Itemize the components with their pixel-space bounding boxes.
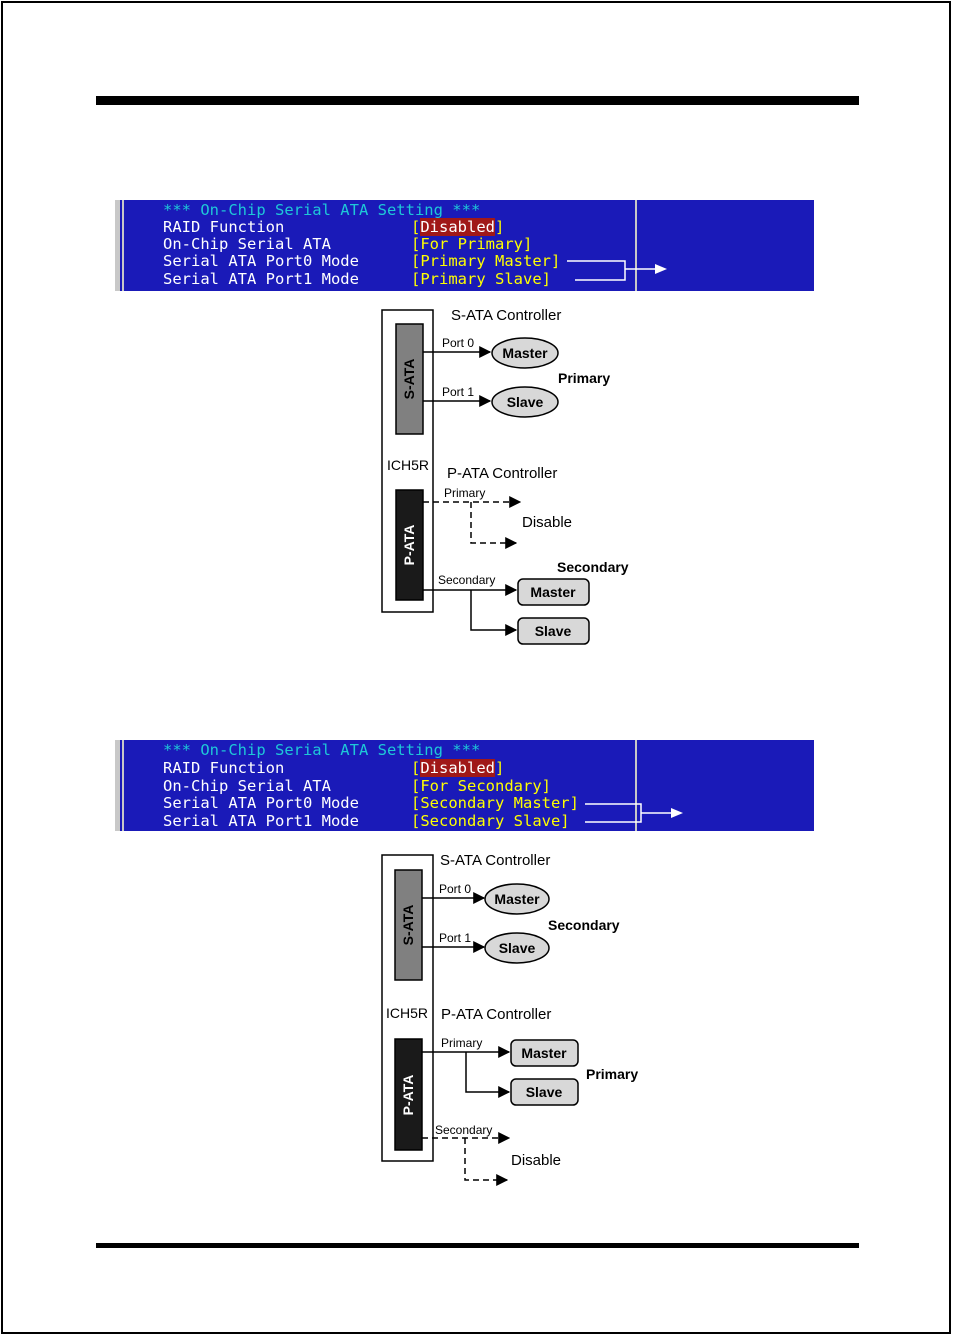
pata-group-label: Primary bbox=[586, 1066, 638, 1082]
diagram-secondary-mode: S-ATA P-ATA ICH5R S-ATA Controller P-ATA… bbox=[381, 852, 638, 1186]
bios-label-port1-mode: Serial ATA Port1 Mode bbox=[163, 812, 359, 830]
pata-group-label: Secondary bbox=[557, 559, 629, 575]
bios-section-header: *** On-Chip Serial ATA Setting *** bbox=[163, 201, 481, 219]
sata-slave-label: Slave bbox=[507, 394, 544, 410]
sata-group-label: Secondary bbox=[548, 917, 620, 933]
pata-master-disk bbox=[517, 578, 590, 606]
pata-channel-a-label: Primary bbox=[444, 486, 485, 500]
sata-block bbox=[394, 869, 423, 981]
chip-label: ICH5R bbox=[387, 457, 429, 473]
pata-block-label: P-ATA bbox=[400, 1075, 416, 1116]
bios-value-onchip-sata[interactable]: [For Primary] bbox=[411, 235, 533, 253]
bios-help-divider bbox=[635, 200, 637, 291]
chip-label: ICH5R bbox=[386, 1005, 428, 1021]
pata-slave-disk bbox=[510, 1078, 579, 1106]
bios-frame-left-inner bbox=[122, 740, 124, 831]
pata-secondary-branch bbox=[470, 590, 518, 636]
sata-master-disk bbox=[484, 883, 550, 915]
bios-panel-secondary: *** On-Chip Serial ATA Setting *** RAID … bbox=[115, 740, 814, 831]
bios-panel-primary: *** On-Chip Serial ATA Setting *** RAID … bbox=[115, 200, 814, 291]
bios-value-port0-mode[interactable]: [Secondary Master] bbox=[411, 794, 579, 812]
pata-primary-branch bbox=[470, 502, 518, 549]
port0-label: Port 0 bbox=[442, 336, 474, 350]
pata-slave-label: Slave bbox=[535, 623, 572, 639]
pata-slave-disk bbox=[517, 617, 590, 645]
bios-help-divider bbox=[635, 740, 637, 831]
bios-value-port1-mode[interactable]: [Secondary Slave] bbox=[411, 812, 570, 830]
footer-rule bbox=[96, 1243, 859, 1248]
pata-block-label: P-ATA bbox=[401, 525, 417, 566]
pata-master-disk bbox=[510, 1039, 579, 1067]
sata-controller-label: S-ATA Controller bbox=[451, 307, 561, 324]
bios-value-port1-mode[interactable]: [Primary Slave] bbox=[411, 270, 551, 288]
bios-label-port1-mode: Serial ATA Port1 Mode bbox=[163, 270, 359, 288]
pata-channel-b-label: Secondary bbox=[435, 1123, 492, 1137]
bios-label-onchip-sata: On-Chip Serial ATA bbox=[163, 777, 331, 795]
sata-master-disk bbox=[491, 337, 559, 369]
bios-value-port0-mode[interactable]: [Primary Master] bbox=[411, 252, 561, 270]
sata-master-label: Master bbox=[502, 345, 548, 361]
bios-frame-left bbox=[115, 740, 120, 831]
disable-label: Disable bbox=[511, 1152, 561, 1169]
port1-label: Port 1 bbox=[439, 931, 471, 945]
pata-controller-label: P-ATA Controller bbox=[441, 1006, 551, 1023]
pata-secondary-branch bbox=[464, 1138, 509, 1186]
sata-slave-disk bbox=[491, 386, 559, 418]
bios-bracket-close: ] bbox=[495, 759, 505, 777]
pata-block bbox=[394, 1038, 423, 1151]
pata-channel-a-label: Primary bbox=[441, 1036, 482, 1050]
bios-label-raid-function: RAID Function bbox=[163, 218, 285, 236]
bios-label-port0-mode: Serial ATA Port0 Mode bbox=[163, 252, 359, 270]
bios-value-onchip-sata[interactable]: [For Secondary] bbox=[411, 777, 551, 795]
bios-bracket-open: [ bbox=[411, 218, 421, 236]
bios-value-raid-function[interactable]: [Disabled] bbox=[411, 218, 505, 237]
bios-section-header: *** On-Chip Serial ATA Setting *** bbox=[163, 741, 481, 759]
bios-selected-value: Disabled bbox=[420, 218, 495, 236]
disable-label: Disable bbox=[522, 514, 572, 531]
sata-block-label: S-ATA bbox=[400, 905, 416, 946]
pata-slave-label: Slave bbox=[526, 1084, 563, 1100]
pata-primary-branch bbox=[465, 1052, 511, 1098]
bios-selected-value: Disabled bbox=[420, 759, 495, 777]
bios-bracket-close: ] bbox=[495, 218, 505, 236]
bios-frame-left bbox=[115, 200, 120, 291]
sata-block-label: S-ATA bbox=[401, 359, 417, 400]
bios-label-raid-function: RAID Function bbox=[163, 759, 285, 777]
pata-master-label: Master bbox=[530, 584, 576, 600]
bios-label-onchip-sata: On-Chip Serial ATA bbox=[163, 235, 331, 253]
pata-channel-b-label: Secondary bbox=[438, 573, 495, 587]
header-rule bbox=[96, 96, 859, 105]
bios-bracket-arrow bbox=[567, 260, 667, 281]
sata-master-label: Master bbox=[494, 891, 540, 907]
sata-group-label: Primary bbox=[558, 370, 610, 386]
sata-slave-label: Slave bbox=[499, 940, 536, 956]
sata-block bbox=[395, 323, 424, 435]
bios-bracket-open: [ bbox=[411, 759, 421, 777]
bios-bracket-arrow bbox=[585, 803, 683, 823]
port1-label: Port 1 bbox=[442, 385, 474, 399]
pata-controller-label: P-ATA Controller bbox=[447, 465, 557, 482]
diagram-primary-mode: S-ATA P-ATA ICH5R S-ATA Controller P-ATA… bbox=[381, 307, 629, 645]
bios-frame-left-inner bbox=[122, 200, 124, 291]
port0-label: Port 0 bbox=[439, 882, 471, 896]
pata-master-label: Master bbox=[521, 1045, 567, 1061]
sata-controller-label: S-ATA Controller bbox=[440, 852, 550, 869]
bios-value-raid-function[interactable]: [Disabled] bbox=[411, 759, 505, 778]
sata-slave-disk bbox=[484, 932, 550, 964]
bios-label-port0-mode: Serial ATA Port0 Mode bbox=[163, 794, 359, 812]
pata-block bbox=[395, 489, 424, 601]
